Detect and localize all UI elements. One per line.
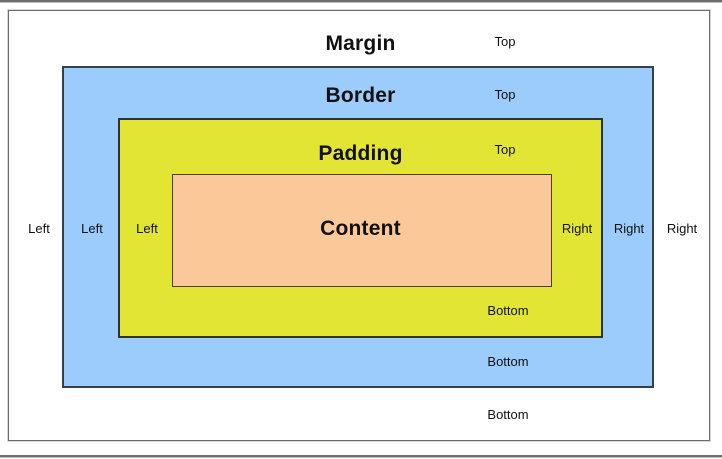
padding-bottom-label: Bottom [487, 303, 529, 318]
margin-left-label: Left [28, 221, 50, 236]
padding-left-label: Left [136, 221, 158, 236]
figure-frame-top-rule-light [0, 2, 722, 3]
padding-right-label: Right [561, 221, 593, 236]
content-region-label: Content [320, 217, 401, 240]
figure-frame-bottom-rule-light [0, 457, 722, 458]
padding-top-label: Top [494, 142, 516, 157]
figure-frame-top-rule [0, 0, 722, 2]
padding-region-label: Padding [318, 142, 403, 165]
margin-region-label: Margin [325, 32, 396, 55]
border-left-label: Left [81, 221, 103, 236]
border-right-label: Right [613, 221, 645, 236]
margin-bottom-label: Bottom [487, 407, 529, 422]
figure-frame-bottom-rule [0, 455, 722, 457]
border-region-label: Border [325, 84, 396, 107]
border-bottom-label: Bottom [487, 354, 529, 369]
margin-right-label: Right [666, 221, 698, 236]
content-box [172, 174, 552, 287]
margin-top-label: Top [494, 34, 516, 49]
border-top-label: Top [494, 87, 516, 102]
